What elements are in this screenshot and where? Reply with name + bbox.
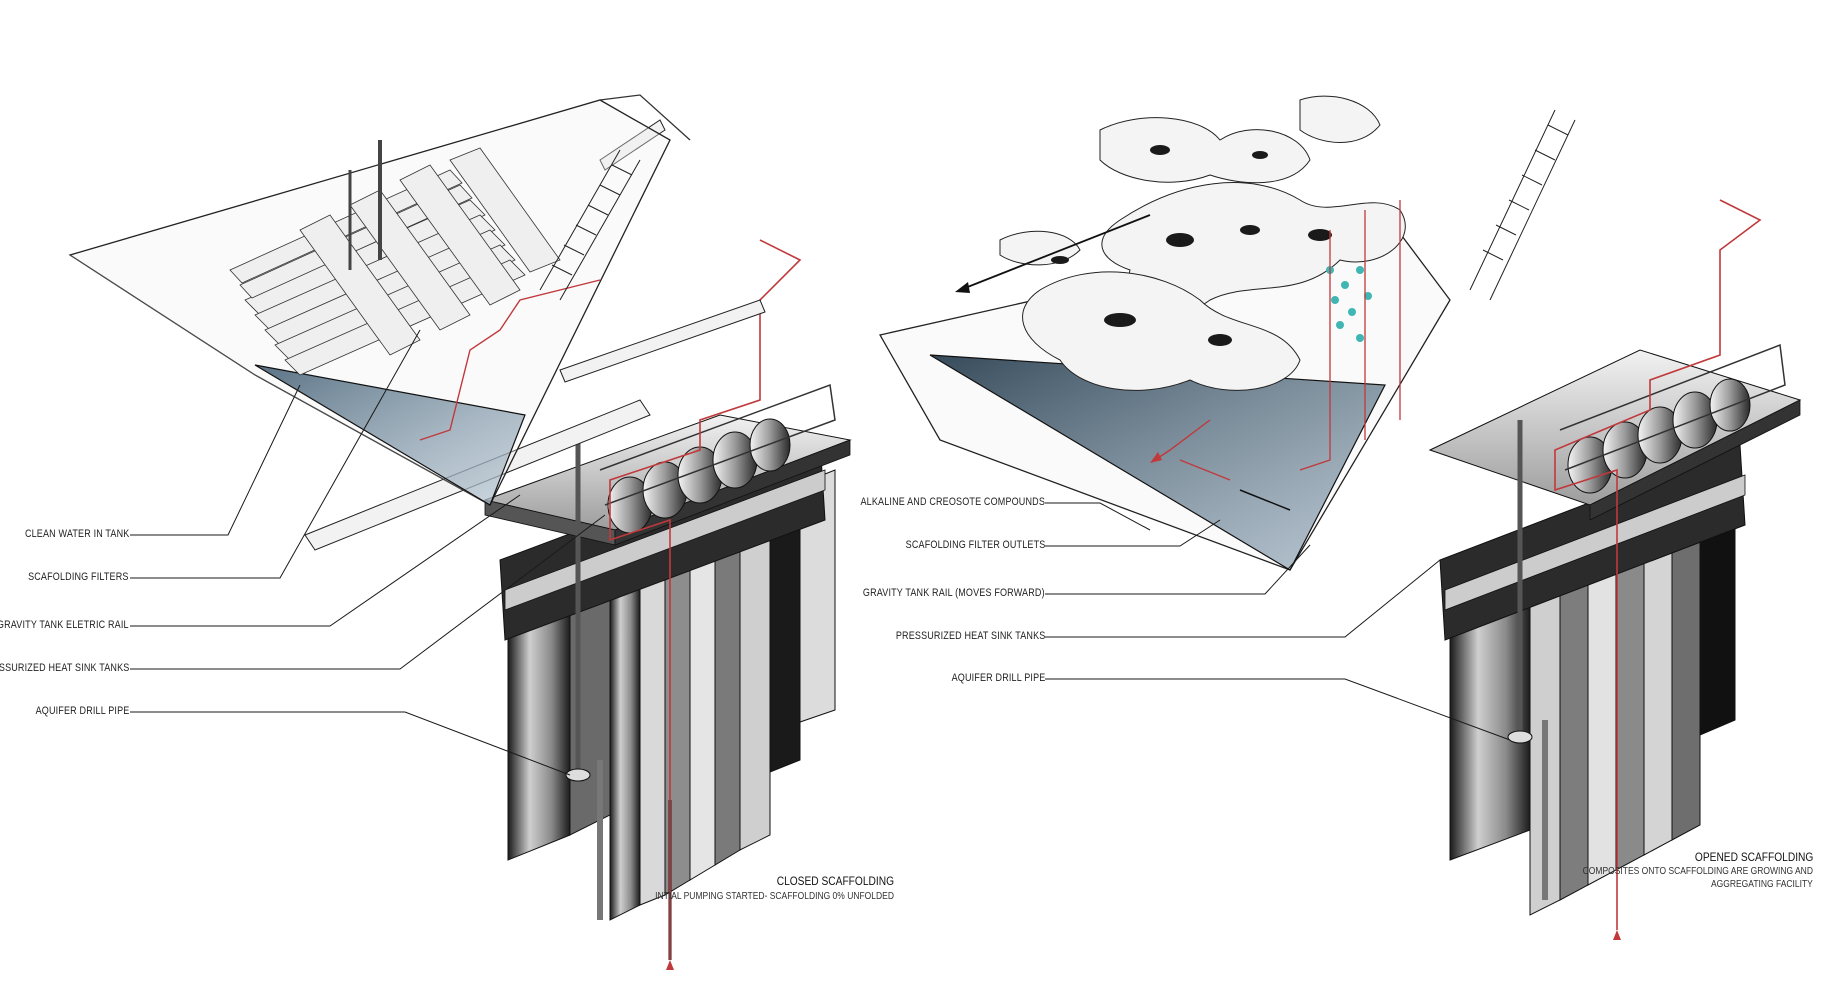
right-organic-voids [1051,145,1332,346]
left-red-pipe [609,239,802,960]
label-clean-water-in-tank: CLEAN WATER IN TANK [24,528,129,540]
left-ladder [539,149,641,301]
label-aquifer-drill-pipe-right: AQUIFER DRILL PIPE [951,672,1045,684]
caption-closed-scaffolding-sub: INTIAL PUMPING STARTED- SCAFFOLDING 0% U… [655,891,894,902]
left-clean-water-tank [254,364,526,506]
label-gravity-tank-eletric-rail: GRAVITY TANK ELETRIC RAIL [0,619,129,631]
right-red-pipe [1554,199,1762,930]
right-organic-scaffold [999,95,1406,391]
left-machine [68,94,852,970]
caption-opened-scaffolding-sub-2: AGGREGATING FACILITY [1711,879,1813,890]
caption-closed-scaffolding: CLOSED SCAFFOLDING [776,874,894,888]
right-machine [878,95,1802,940]
label-scafolding-filter-outlets: SCAFOLDING FILTER OUTLETS [905,539,1045,551]
label-scafolding-filters: SCAFOLDING FILTERS [28,571,129,583]
left-leader-lines [130,329,606,776]
right-heat-sink-tanks [1567,378,1751,494]
right-leader-lines [1045,502,1511,741]
right-ladder [1469,109,1576,301]
label-pressurized-heat-sink-tanks-left: PRESSURIZED HEAT SINK TANKS [0,662,129,674]
left-scaffolding-filters [229,140,561,376]
label-aquifer-drill-pipe-left: AQUIFER DRILL PIPE [35,705,129,717]
left-heat-sink-tanks [607,418,791,534]
label-pressurized-heat-sink-tanks-right: PRESSURIZED HEAT SINK TANKS [895,630,1045,642]
label-alkaline-creosote-compounds: ALKALINE AND CREOSOTE COMPOUNDS [860,496,1045,508]
label-gravity-tank-rail-moves-forward: GRAVITY TANK RAIL (MOVES FORWARD) [863,587,1045,599]
right-algae-cells [1326,266,1372,342]
caption-opened-scaffolding-sub-1: COMPOSITES ONTO SCAFFOLDING ARE GROWING … [1582,866,1813,877]
caption-opened-scaffolding: OPENED SCAFFOLDING [1694,850,1813,864]
